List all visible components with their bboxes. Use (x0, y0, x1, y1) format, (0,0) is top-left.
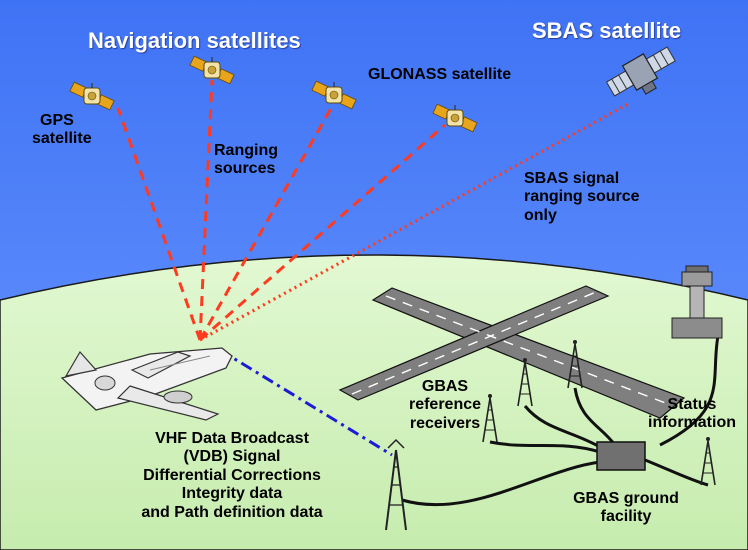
gbas-reference-receivers-label-line1: GBAS (421, 378, 469, 395)
navigation-satellites-title: Navigation satellites (88, 28, 301, 53)
glonass-satellite-label: GLONASS satellite (368, 66, 512, 83)
sbas-signal-label-line1: SBAS signal (524, 170, 620, 187)
sbas-signal-label-line2: ranging source (524, 188, 640, 206)
vdb-signal-label-line1: VHF Data Broadcast (155, 430, 309, 447)
vdb-signal-label-line5: and Path definition data (141, 503, 323, 521)
vdb-signal-label-line4: Integrity data (181, 485, 283, 503)
sbas-satellite-title: SBAS satellite (532, 18, 682, 43)
ranging-sources-label: Ranging sources (214, 142, 278, 179)
gbas-ground-facility-label: GBAS ground facility (556, 490, 696, 527)
ranging-signal-lines (116, 79, 631, 342)
status-information-label-line1: Status (667, 396, 717, 413)
gbas-reference-receivers-label-line2: reference (408, 396, 482, 414)
ground-facility-icon (596, 441, 646, 471)
gbas-reference-receivers-label-line3: receivers (409, 414, 481, 432)
gbas-cables (401, 335, 720, 507)
aircraft-icon (60, 347, 233, 421)
ranging-sources-label-line2: sources (214, 160, 276, 178)
gps-satellite-label-line1: GPS (40, 112, 74, 129)
vdb-signal-label-line3: Differential Corrections (143, 466, 321, 484)
gps-satellite-label: GPS satellite (32, 112, 92, 149)
vdb-antenna-icon (385, 438, 407, 531)
sbas-satellite-icon (605, 46, 676, 97)
control-tower-icon (671, 265, 723, 339)
runway (338, 285, 686, 419)
gbas-ground-facility-label-line1: GBAS ground (573, 490, 679, 507)
status-information-label: Status information (640, 396, 744, 433)
ranging-sources-label-line1: Ranging (214, 142, 278, 159)
vdb-signal-label: VHF Data Broadcast (VDB) Signal Differen… (112, 430, 352, 522)
gps-satellite-label-line2: satellite (32, 130, 92, 148)
gbas-ground-facility-label-line2: facility (600, 508, 652, 526)
status-information-label-line2: information (648, 414, 736, 432)
gbas-reference-receivers-label: GBAS reference receivers (398, 378, 492, 433)
ground (0, 254, 748, 550)
vdb-signal-label-line2: (VDB) Signal (183, 448, 281, 466)
vdb-signal-line (219, 348, 393, 457)
sbas-signal-label: SBAS signal ranging source only (524, 170, 640, 225)
sbas-signal-label-line3: only (524, 206, 557, 224)
